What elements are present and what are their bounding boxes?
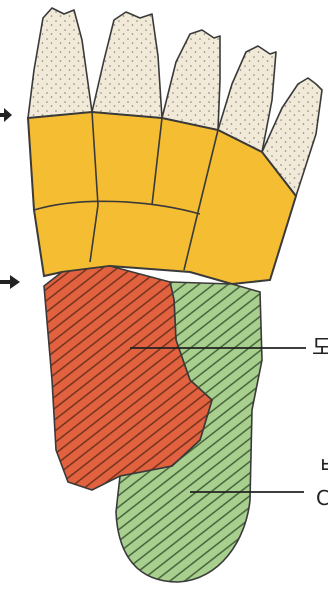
label-2-line-2: C [316,488,328,508]
toe-1 [28,8,92,118]
toe-3 [162,30,220,130]
toe-2 [92,12,162,118]
arrow-right-icon [0,275,20,289]
label-1: 도 [312,338,328,360]
arrow-right-icon [0,108,12,122]
label-2-line-1: ㅂ [318,456,328,478]
